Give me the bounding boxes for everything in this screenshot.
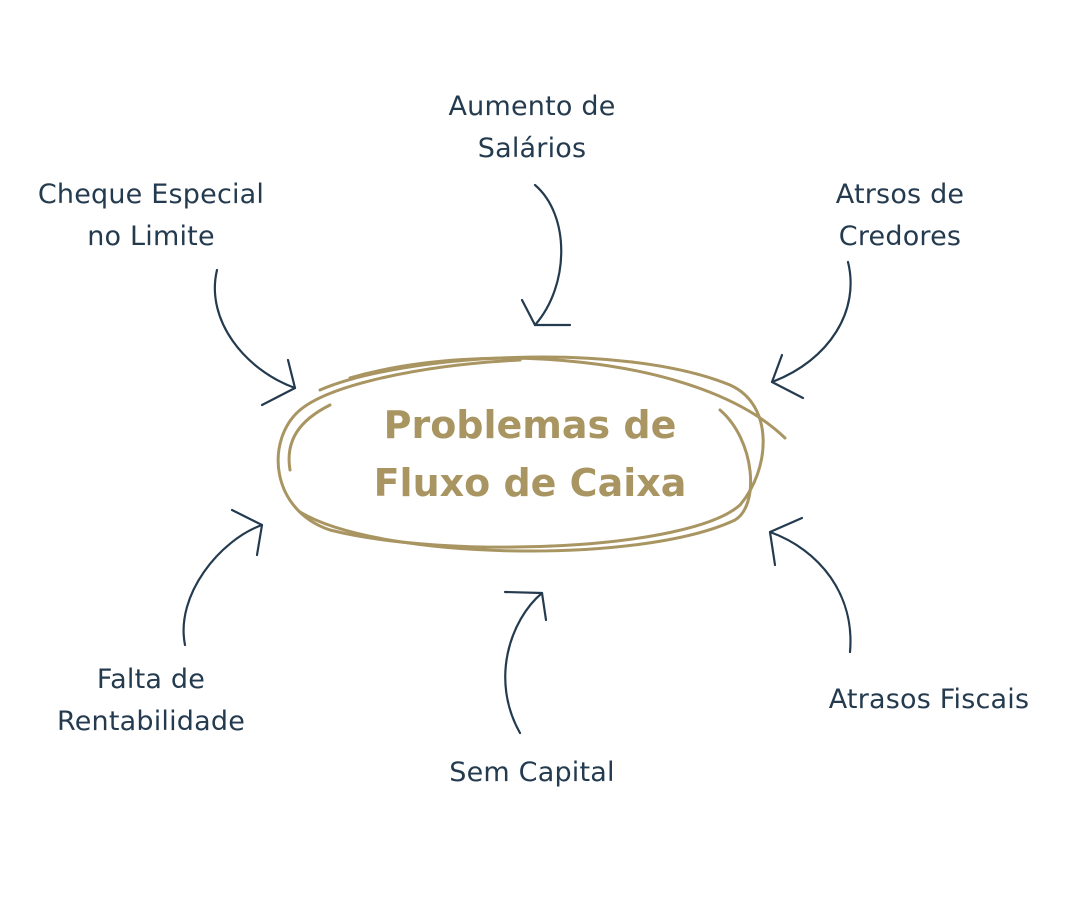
- center-title: Problemas de Fluxo de Caixa: [330, 396, 730, 512]
- cause-cheque-especial-line-2: no Limite: [87, 221, 215, 252]
- cause-atrasos-credores-line-1: Atrsos de: [835, 179, 965, 210]
- arrow-sem-capital: [503, 590, 548, 735]
- cause-atrasos-fiscais-line-1: Atrasos Fiscais: [828, 684, 1030, 715]
- arrow-aumento-salarios: [520, 183, 572, 327]
- cause-aumento-salarios-line-2: Salários: [477, 133, 587, 164]
- cause-aumento-salarios-line-1: Aumento de: [448, 91, 616, 122]
- cause-falta-rentabilidade: Falta de Rentabilidade: [30, 659, 272, 743]
- arrow-cheque-especial: [213, 268, 297, 407]
- cause-sem-capital-line-1: Sem Capital: [449, 757, 615, 788]
- arrow-atrasos-fiscais: [768, 516, 852, 654]
- cause-sem-capital: Sem Capital: [412, 752, 652, 794]
- cause-cheque-especial-line-1: Cheque Especial: [37, 179, 265, 210]
- arrow-atrasos-credores: [770, 260, 852, 400]
- cause-cheque-especial: Cheque Especial no Limite: [16, 174, 286, 258]
- cause-atrasos-credores: Atrsos de Credores: [790, 174, 1010, 258]
- cause-aumento-salarios: Aumento de Salários: [412, 86, 652, 170]
- cause-falta-rentabilidade-line-1: Falta de: [96, 664, 206, 695]
- center-title-line-1: Problemas de: [383, 403, 677, 447]
- arrow-falta-rentabilidade: [182, 508, 264, 647]
- cause-atrasos-fiscais: Atrasos Fiscais: [800, 679, 1058, 721]
- cause-atrasos-credores-line-2: Credores: [838, 221, 962, 252]
- center-title-line-2: Fluxo de Caixa: [373, 461, 687, 505]
- cause-falta-rentabilidade-line-2: Rentabilidade: [56, 706, 246, 737]
- center-ellipse: [276, 355, 787, 553]
